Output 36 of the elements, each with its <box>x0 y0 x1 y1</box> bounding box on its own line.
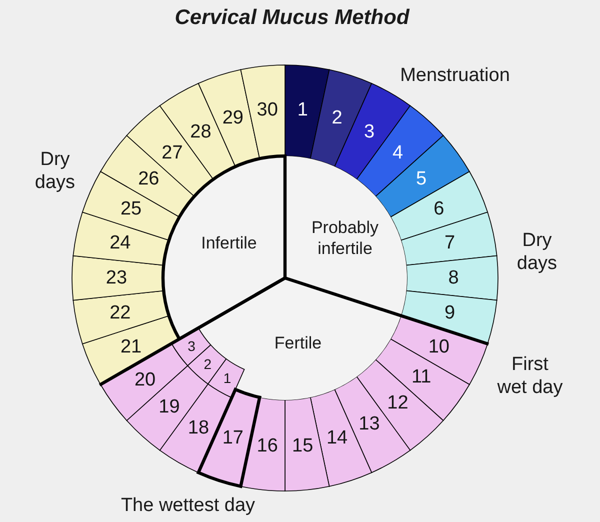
day-number: 28 <box>190 122 212 142</box>
phase-label: Dry days <box>34 148 76 194</box>
day-number: 11 <box>411 368 432 387</box>
day-number: 23 <box>106 268 128 288</box>
day-number: 25 <box>120 200 142 219</box>
day-number: 3 <box>364 122 375 142</box>
day-number: 19 <box>158 397 180 416</box>
day-number: 20 <box>134 370 156 390</box>
day-number: 1 <box>297 100 308 120</box>
phase-label: First wet day <box>496 353 564 399</box>
day-number: 2 <box>332 108 342 128</box>
day-number: 18 <box>188 418 210 438</box>
day-number: 17 <box>222 428 244 448</box>
day-number: 21 <box>120 337 142 356</box>
day-number: 22 <box>110 304 131 323</box>
day-number: 29 <box>222 108 244 128</box>
day-number: 14 <box>326 428 348 448</box>
day-number: 27 <box>162 143 183 162</box>
phase-label: Dry days <box>516 229 558 275</box>
day-number: 6 <box>434 200 444 219</box>
day-number: 8 <box>448 268 459 288</box>
day-number: 9 <box>444 304 456 323</box>
day-number: 10 <box>428 337 450 356</box>
phase-label: Menstruation <box>399 64 511 87</box>
day-number: 5 <box>416 169 427 188</box>
sector-label: Infertile <box>200 232 258 254</box>
chart-title: Cervical Mucus Method <box>174 6 411 29</box>
day-number: 15 <box>292 436 314 456</box>
day-number: 16 <box>256 436 278 456</box>
day-number: 30 <box>256 100 278 120</box>
day-number: 7 <box>444 233 456 252</box>
day-number: 12 <box>387 394 408 413</box>
day-number: 26 <box>138 169 160 188</box>
day-number: 13 <box>358 414 380 434</box>
day-number: 24 <box>110 233 131 252</box>
phase-label: The wettest day <box>120 494 256 517</box>
